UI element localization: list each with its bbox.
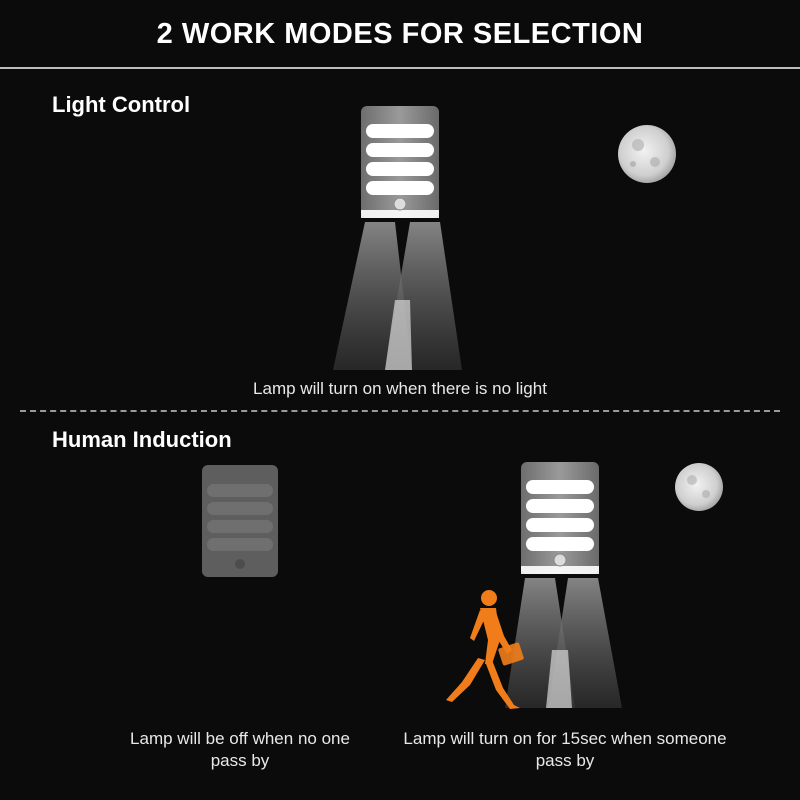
moon-icon-2 [675,463,723,511]
title-divider [0,67,800,69]
light-beams [333,222,462,370]
section-heading-human-induction: Human Induction [52,427,232,452]
caption-lamp-on: Lamp will turn on for 15sec when someone… [403,729,727,770]
section-divider [20,410,780,412]
lamp-on-icon [361,106,439,218]
page-title: 2 WORK MODES FOR SELECTION [156,18,644,50]
section-heading-light-control: Light Control [52,92,191,117]
caption-light-control: Lamp will turn on when there is no light [253,379,547,398]
walking-person-icon [446,590,524,709]
induction-light-beams [505,578,622,708]
moon-icon [618,125,676,183]
lamp-on-induction-icon [521,462,599,574]
lamp-off-icon [202,465,278,577]
caption-lamp-off: Lamp will be off when no one pass by [130,729,350,770]
